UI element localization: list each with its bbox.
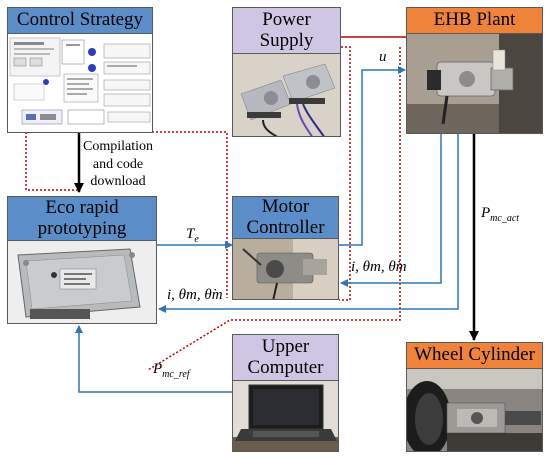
te-label: Te	[186, 226, 199, 245]
red-dotted-power-loop	[339, 46, 351, 301]
pmc-act-label: Pmc_act	[481, 205, 519, 224]
compilation-label: Compilation and code download	[82, 138, 154, 191]
red-dotted-download-loop	[25, 132, 79, 191]
eco-rapid-block: Eco rapid prototyping	[7, 196, 157, 324]
control-strategy-block: Control Strategy	[7, 7, 153, 133]
te-main: T	[186, 226, 195, 242]
upper-computer-block: Upper Computer	[232, 334, 339, 452]
power-supply-photo	[233, 54, 340, 136]
ehb-plant-photo	[407, 34, 542, 133]
eco-rapid-photo	[8, 241, 156, 323]
upper-computer-title-line1: Upper	[261, 335, 310, 357]
power-supply-title-line1: Power	[262, 8, 311, 30]
control-strategy-title: Control Strategy	[8, 8, 152, 34]
u-arrow	[339, 66, 406, 246]
motor-controller-title: Motor Controller	[233, 197, 338, 239]
wheel-cylinder-photo	[407, 369, 542, 451]
feedback-eco-arrow	[158, 134, 459, 313]
compilation-line2: and code	[92, 156, 144, 172]
pmc-ref-main: P	[153, 361, 163, 377]
pmc-ref-arrow	[75, 325, 232, 393]
upper-computer-photo	[233, 381, 338, 451]
ehb-plant-title: EHB Plant	[407, 8, 542, 34]
eco-rapid-title-line1: Eco rapid	[45, 196, 119, 218]
motor-controller-title-line2: Controller	[246, 216, 325, 238]
motor-controller-photo	[233, 239, 338, 299]
wheel-cylinder-block: Wheel Cylinder	[406, 342, 543, 452]
power-supply-title: Power Supply	[233, 8, 340, 54]
eco-rapid-title-line2: prototyping	[37, 217, 127, 239]
compilation-line1: Compilation	[83, 139, 153, 154]
motor-controller-block: Motor Controller	[232, 196, 339, 300]
eco-rapid-title: Eco rapid prototyping	[8, 197, 156, 241]
power-supply-block: Power Supply	[232, 7, 341, 137]
ehb-plant-block: EHB Plant	[406, 7, 543, 134]
power-supply-title-line2: Supply	[259, 29, 314, 51]
wheel-cylinder-title: Wheel Cylinder	[407, 343, 542, 369]
te-sub: e	[194, 234, 199, 245]
pmc-ref-label: Pmc_ref	[153, 361, 190, 380]
u-label: u	[379, 49, 387, 65]
motor-controller-title-line1: Motor	[261, 196, 310, 217]
feedback-motor-arrow	[340, 134, 442, 287]
pmc-ref-sub: mc_ref	[162, 369, 190, 380]
pmc-act-sub: mc_act	[490, 213, 520, 224]
pmc-act-main: P	[481, 205, 491, 221]
feedback-motor-label: i, θm, θ̇m	[351, 259, 407, 275]
upper-computer-title: Upper Computer	[233, 335, 338, 381]
feedback-eco-label: i, θm, θ̇m	[167, 287, 223, 303]
compilation-line3: download	[90, 174, 146, 189]
red-dotted-pmc-ref	[147, 47, 401, 371]
upper-computer-title-line2: Computer	[247, 356, 324, 378]
control-strategy-screenshot	[8, 34, 152, 132]
